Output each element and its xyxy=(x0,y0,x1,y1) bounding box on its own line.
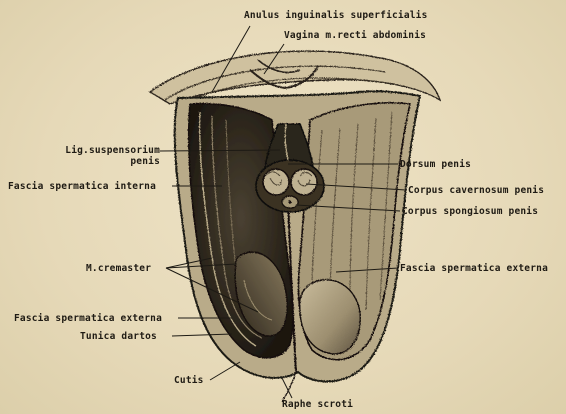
leader-raphe xyxy=(282,378,292,398)
label-fascia-spermatica-interna: Fascia spermatica interna xyxy=(8,181,156,192)
label-fascia-spermatica-externa-right: Fascia spermatica externa xyxy=(400,263,548,274)
label-anulus-inguinalis: Anulus inguinalis superficialis xyxy=(244,10,428,21)
label-corpus-cavernosum: Corpus cavernosum penis xyxy=(408,185,544,196)
label-m-cremaster: M.cremaster xyxy=(86,263,151,274)
leader-cutis xyxy=(210,362,240,380)
label-dorsum-penis: Dorsum penis xyxy=(400,159,471,170)
label-raphe-scroti: Raphe scroti xyxy=(282,399,353,410)
label-corpus-spongiosum: Corpus spongiosum penis xyxy=(402,206,538,217)
label-lig-suspensorium-line2: penis xyxy=(64,156,160,167)
label-tunica-dartos: Tunica dartos xyxy=(80,331,157,342)
label-fascia-spermatica-externa-left: Fascia spermatica externa xyxy=(14,313,162,324)
label-lig-suspensorium: Lig.suspensorium penis xyxy=(64,145,160,167)
label-cutis: Cutis xyxy=(174,375,204,386)
label-vagina-recti: Vagina m.recti abdominis xyxy=(284,30,426,41)
right-scrotal-compartment xyxy=(299,103,411,360)
label-lig-suspensorium-line1: Lig.suspensorium xyxy=(64,145,160,156)
